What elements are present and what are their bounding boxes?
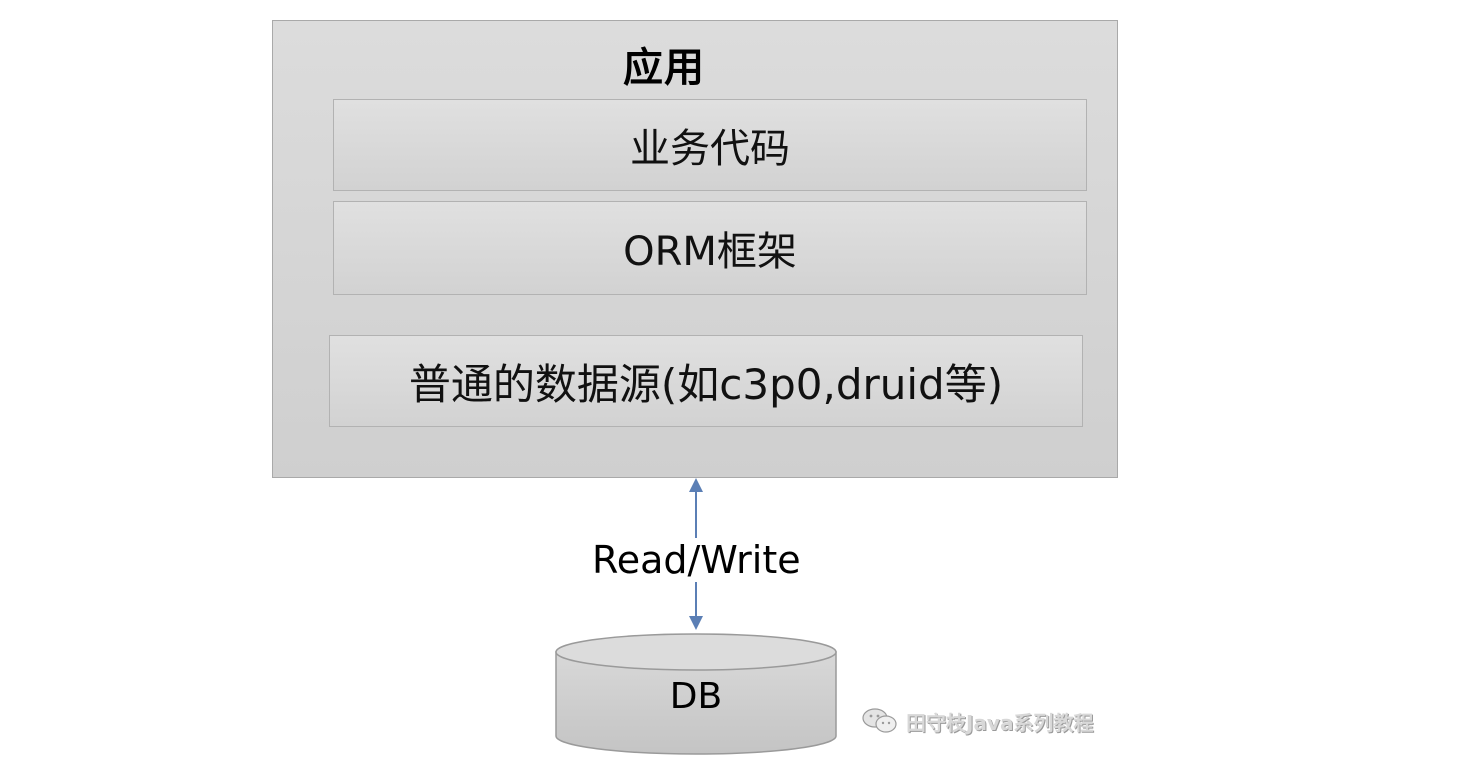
business-code-label: 业务代码 — [630, 126, 790, 172]
orm-framework-layer: ORM框架 — [333, 201, 1087, 295]
database-top — [555, 633, 837, 671]
watermark: 田守枝Java系列教程 — [860, 706, 1093, 736]
orm-framework-label: ORM框架 — [623, 229, 797, 275]
datasource-layer: 普通的数据源(如c3p0,druid等) — [329, 335, 1083, 427]
arrow-up-head — [689, 478, 703, 492]
application-container: 应用 业务代码 ORM框架 普通的数据源(如c3p0,druid等) — [272, 20, 1118, 478]
wechat-icon — [862, 708, 897, 733]
watermark-text: 田守枝Java系列教程 — [906, 710, 1094, 735]
database-cylinder — [555, 633, 837, 755]
datasource-label: 普通的数据源(如c3p0,druid等) — [408, 359, 1004, 409]
database-label: DB — [669, 676, 723, 717]
arrow-down-head — [689, 616, 703, 630]
application-title: 应用 — [623, 45, 705, 91]
business-code-layer: 业务代码 — [333, 99, 1087, 191]
read-write-label: Read/Write — [590, 538, 803, 582]
